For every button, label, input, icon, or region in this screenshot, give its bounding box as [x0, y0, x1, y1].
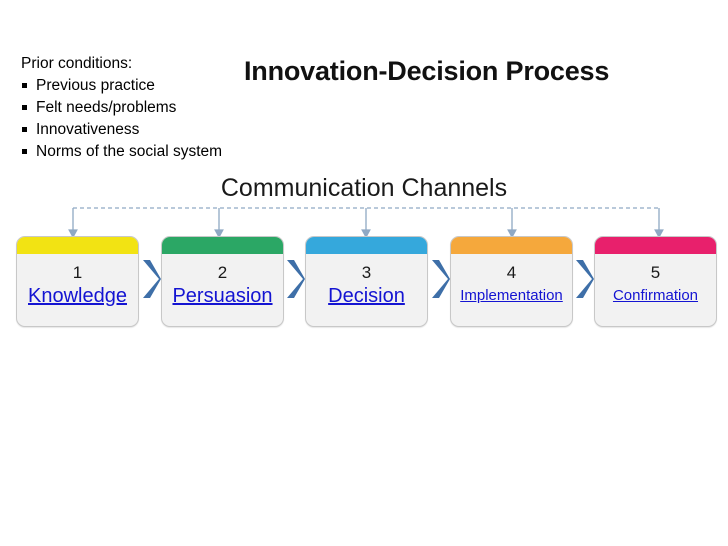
chevron-right-icon [287, 260, 305, 298]
square-bullet-icon [22, 105, 27, 110]
stage-number: 2 [217, 263, 228, 282]
stage-color-bar [162, 237, 283, 254]
list-item: Norms of the social system [21, 141, 321, 163]
list-item: Innovativeness [21, 119, 321, 141]
arrow-down-icon [361, 229, 371, 239]
stage-box-4[interactable]: 4 Implementation [450, 236, 573, 327]
chevron-right-icon [576, 260, 594, 298]
communication-channels-label: Communication Channels [220, 174, 508, 202]
page-title: Innovation-Decision Process [244, 56, 610, 86]
stage-row: 1 Knowledge 2 Persuasion 3 Decision 4 Im… [0, 236, 728, 331]
chevron-right-icon [432, 260, 450, 298]
stage-box-2[interactable]: 2 Persuasion [161, 236, 284, 327]
stage-number: 3 [361, 263, 372, 282]
list-item-label: Previous practice [36, 77, 155, 94]
arrow-down-icon [68, 229, 78, 239]
prior-conditions-heading: Prior conditions: [21, 55, 133, 72]
stage-color-bar [451, 237, 572, 254]
stage-box-5[interactable]: 5 Confirmation [594, 236, 717, 327]
list-item: Felt needs/problems [21, 97, 321, 119]
stage-color-bar [595, 237, 716, 254]
stage-number: 1 [72, 263, 83, 282]
arrow-down-icon [214, 229, 224, 239]
stage-link-decision[interactable]: Decision [328, 285, 405, 307]
chevron-right-icon [143, 260, 161, 298]
list-item-label: Felt needs/problems [36, 99, 177, 116]
stage-link-implementation[interactable]: Implementation [460, 287, 563, 304]
stage-link-knowledge[interactable]: Knowledge [28, 285, 127, 307]
stage-color-bar [17, 237, 138, 254]
connector-bus [68, 207, 664, 239]
list-item-label: Norms of the social system [36, 143, 223, 160]
arrow-down-icon [654, 229, 664, 239]
stage-number: 5 [650, 263, 661, 282]
square-bullet-icon [22, 127, 27, 132]
stage-box-3[interactable]: 3 Decision [305, 236, 428, 327]
list-item-label: Innovativeness [36, 121, 140, 138]
prior-conditions-block: Prior conditions: Previous practice Felt… [21, 53, 321, 163]
prior-conditions-list: Previous practice Felt needs/problems In… [21, 75, 321, 163]
square-bullet-icon [22, 149, 27, 154]
square-bullet-icon [22, 83, 27, 88]
arrow-down-icon [507, 229, 517, 239]
stage-color-bar [306, 237, 427, 254]
stage-box-1[interactable]: 1 Knowledge [16, 236, 139, 327]
list-item: Previous practice [21, 75, 321, 97]
stage-link-persuasion[interactable]: Persuasion [172, 285, 273, 307]
stage-number: 4 [506, 263, 517, 282]
stage-link-confirmation[interactable]: Confirmation [612, 287, 699, 304]
